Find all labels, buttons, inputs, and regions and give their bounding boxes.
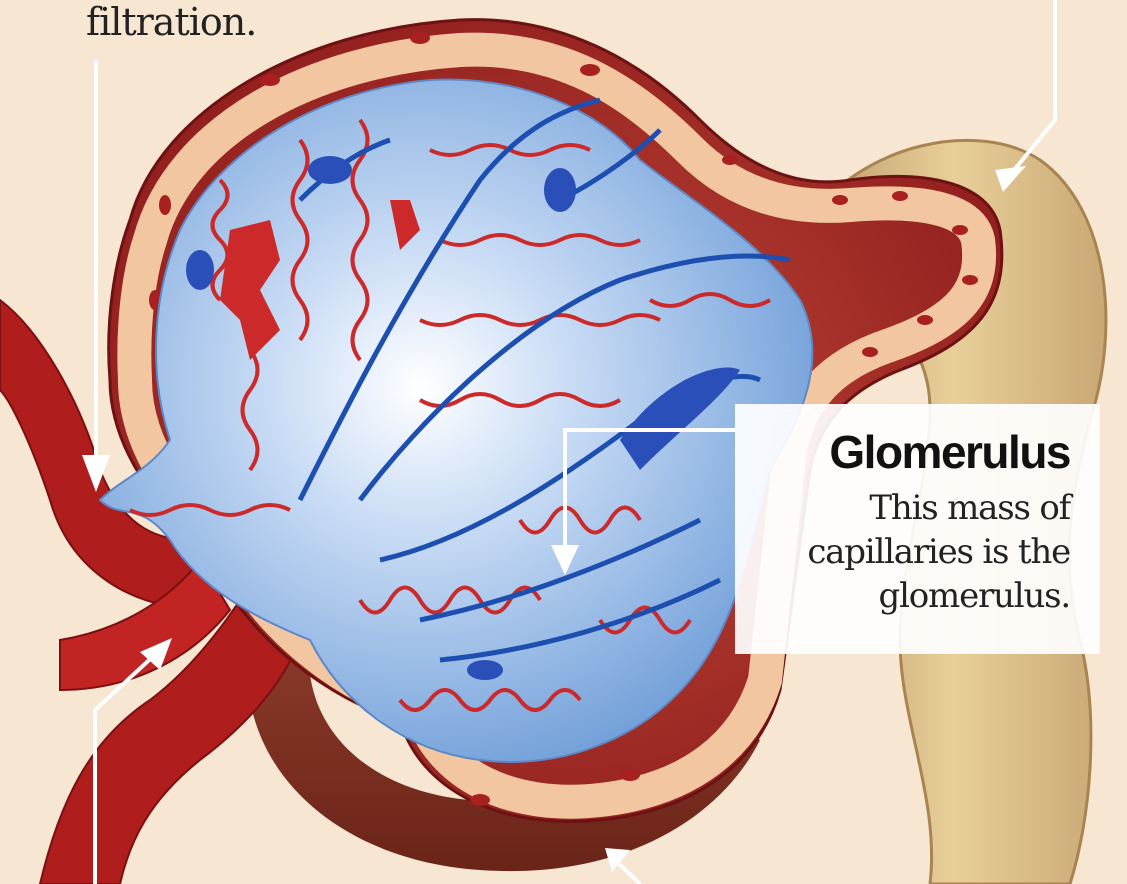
glomerulus-callout: Glomerulus This mass of capillaries is t… xyxy=(735,404,1100,654)
callout-description: This mass of capillaries is the glomerul… xyxy=(755,486,1070,618)
callout-title: Glomerulus xyxy=(755,426,1070,478)
caption-fragment: filtration. xyxy=(86,2,256,42)
